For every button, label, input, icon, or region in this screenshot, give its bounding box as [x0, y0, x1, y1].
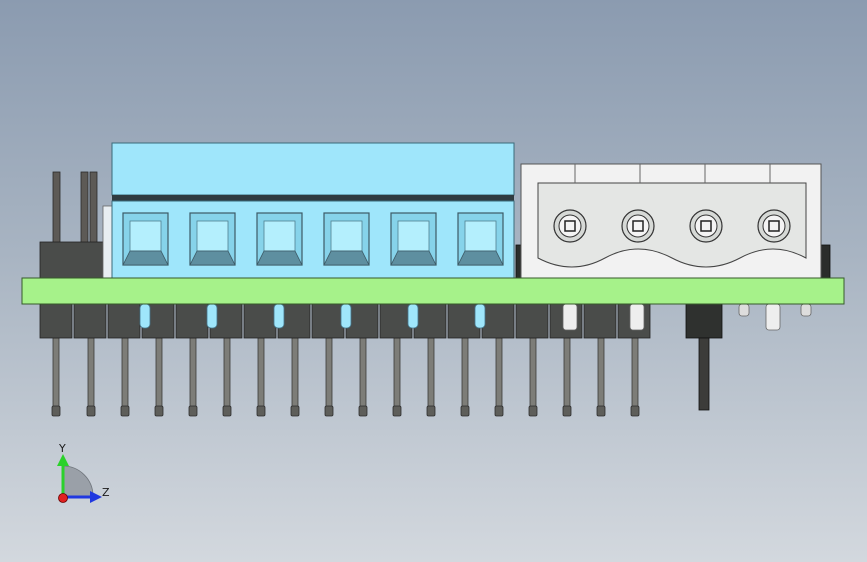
- header-housing-segment: [107, 303, 141, 339]
- header-pin: [393, 337, 401, 413]
- header-pin: [189, 337, 197, 413]
- header-pin-tip: [188, 405, 198, 417]
- header-pin-tip: [290, 405, 300, 417]
- terminal-screw-inner: [330, 220, 363, 252]
- left-header-housing: [39, 241, 105, 279]
- connector-leg-small: [800, 303, 812, 317]
- header-housing-segment: [311, 303, 345, 339]
- header-pin: [87, 337, 95, 413]
- axis-z-label: Z: [102, 486, 110, 499]
- header-pin-tip: [154, 405, 164, 417]
- white-pluggable-connector: [515, 163, 831, 279]
- axis-z-arrow-icon: [90, 491, 102, 503]
- header-pin: [495, 337, 503, 413]
- connector-screw-head: [762, 214, 786, 238]
- header-housing-segment: [515, 303, 549, 339]
- terminal-cavity-floor: [256, 250, 303, 266]
- header-housing-segment: [481, 303, 515, 339]
- connector-leg: [562, 303, 578, 331]
- header-housing-segment: [243, 303, 277, 339]
- header-pin-tip: [324, 405, 334, 417]
- header-pin-tip: [460, 405, 470, 417]
- terminal-block-seam: [112, 195, 514, 201]
- terminal-screw-inner: [464, 220, 497, 252]
- header-pin-tip: [51, 405, 61, 417]
- terminal-screw-inner: [397, 220, 430, 252]
- header-pin-tip: [494, 405, 504, 417]
- connector-screw-slot: [632, 220, 644, 232]
- connector-face: [537, 182, 807, 268]
- connector-leg: [629, 303, 645, 331]
- header-housing-segment: [413, 303, 447, 339]
- connector-screw-head: [694, 214, 718, 238]
- header-pin-tip: [120, 405, 130, 417]
- terminal-leg: [273, 303, 285, 329]
- header-pin: [427, 337, 435, 413]
- blue-terminal-block: [111, 142, 515, 279]
- connector-screw-slot: [564, 220, 576, 232]
- header-pins: [51, 337, 640, 417]
- terminal-leg: [474, 303, 486, 329]
- triad-quadrant: [62, 465, 94, 497]
- header-pin-tip: [222, 405, 232, 417]
- terminal-cavity-floor: [189, 250, 236, 266]
- terminal-leg: [407, 303, 419, 329]
- header-pin: [52, 337, 60, 413]
- header-pin: [563, 337, 571, 413]
- axis-y-label: Y: [59, 442, 66, 455]
- header-pin: [155, 337, 163, 413]
- terminal-cavity-floor: [457, 250, 504, 266]
- axis-x-dot-icon: [58, 493, 68, 503]
- header-pin: [223, 337, 231, 413]
- header-pin-tip: [630, 405, 640, 417]
- header-pin: [461, 337, 469, 413]
- connector-screw-head: [626, 214, 650, 238]
- terminal-leg: [340, 303, 352, 329]
- header-pin: [631, 337, 639, 413]
- single-header-housing: [685, 303, 723, 339]
- terminal-screw-inner: [129, 220, 162, 252]
- header-pin: [597, 337, 605, 413]
- header-pin-tip: [86, 405, 96, 417]
- terminal-cavity-floor: [390, 250, 437, 266]
- header-pin: [325, 337, 333, 413]
- tall-header-pins: [39, 171, 114, 279]
- header-housing-segment: [175, 303, 209, 339]
- header-pin-tip: [528, 405, 538, 417]
- header-pin-tip: [596, 405, 606, 417]
- terminal-screw-inner: [196, 220, 229, 252]
- single-header-pin: [698, 337, 710, 411]
- connector-screw-slot: [700, 220, 712, 232]
- terminal-cavity-floor: [323, 250, 370, 266]
- header-pin-tip: [562, 405, 572, 417]
- header-housing-segment: [583, 303, 617, 339]
- terminal-cavity-floor: [122, 250, 169, 266]
- terminal-block-body: [111, 200, 515, 279]
- header-pin-tip: [426, 405, 436, 417]
- header-pin-tip: [256, 405, 266, 417]
- pcb-board: [21, 277, 845, 305]
- connector-screw-slot: [768, 220, 780, 232]
- header-pin: [359, 337, 367, 413]
- header-pin: [121, 337, 129, 413]
- header-pin: [529, 337, 537, 413]
- header-pin-tip: [358, 405, 368, 417]
- connector-screw-head: [558, 214, 582, 238]
- terminal-leg: [206, 303, 218, 329]
- terminal-screw-inner: [263, 220, 296, 252]
- terminal-block-top: [111, 142, 515, 196]
- header-pin: [291, 337, 299, 413]
- header-pin-tip: [392, 405, 402, 417]
- terminal-leg: [139, 303, 151, 329]
- header-housing-segment: [73, 303, 107, 339]
- header-housing-segment: [379, 303, 413, 339]
- header-housing-segment: [39, 303, 73, 339]
- axis-y-arrow-icon: [57, 454, 69, 466]
- coordinate-triad: [57, 454, 102, 503]
- connector-leg: [765, 303, 781, 331]
- header-pin: [257, 337, 265, 413]
- connector-leg-small: [738, 303, 750, 317]
